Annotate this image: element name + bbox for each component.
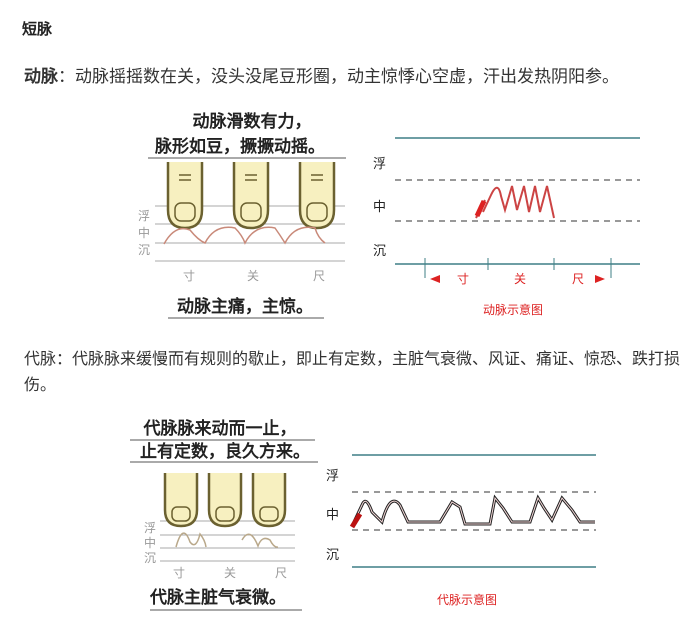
- depth-label: 沉: [138, 243, 150, 257]
- depth-label: 沉: [326, 548, 339, 563]
- dong-mai-description: ：动脉摇摇数在关，没头没尾豆形圈，动主惊悸心空虚，汗出发热阴阳参。: [58, 67, 619, 87]
- figure-caption-right: 代脉示意图: [437, 592, 497, 607]
- section-title: 短脉: [22, 20, 53, 38]
- depth-label: 浮: [138, 209, 150, 223]
- position-label: 尺: [572, 272, 584, 286]
- verse-line-1: 动脉滑数有力，: [193, 111, 312, 132]
- position-label: 尺: [313, 269, 325, 283]
- dong-mai-diagram: 浮 中 沉 寸 关 尺 动脉示意图: [373, 137, 640, 317]
- depth-label: 中: [373, 200, 386, 215]
- depth-label: 浮: [326, 469, 339, 484]
- position-label: 寸: [173, 566, 185, 580]
- dong-mai-figure: 动脉滑数有力， 脉形如豆，撅撅动摇。 浮 中 沉 寸 关 尺 动脉主痛，主惊。 …: [138, 111, 640, 319]
- position-label: 关: [247, 269, 259, 283]
- dai-mai-figure: 代脉脉来动而一止， 止有定数，良久方来。 浮 中 沉 寸 关 尺 代脉主脏气衰微…: [130, 418, 596, 611]
- position-label: 关: [514, 272, 526, 286]
- depth-label: 浮: [144, 521, 156, 535]
- depth-label: 中: [138, 225, 150, 240]
- verse-line-1: 代脉脉来动而一止，: [143, 418, 297, 439]
- depth-label: 沉: [373, 244, 386, 259]
- dong-mai-paragraph: 动脉：动脉摇摇数在关，没头没尾豆形圈，动主惊悸心空虚，汗出发热阴阳参。: [24, 62, 619, 87]
- term-dong-mai: 动脉: [24, 67, 58, 87]
- figure-caption-left: 动脉主痛，主惊。: [177, 296, 313, 317]
- verse-line-2: 脉形如豆，撅撅动摇。: [154, 136, 325, 157]
- figure-caption-left: 代脉主脏气衰微。: [149, 587, 286, 608]
- depth-label: 中: [326, 508, 339, 523]
- verse-line-2: 止有定数，良久方来。: [140, 441, 310, 462]
- dong-mai-finger-illustration: 动脉滑数有力， 脉形如豆，撅撅动摇。 浮 中 沉 寸 关 尺 动脉主痛，主惊。: [138, 111, 346, 319]
- dai-mai-paragraph: 代脉：代脉脉来缓慢而有规则的歇止，即止有定数，主脏气衰微、风证、痛证、惊恐、跌打…: [24, 349, 681, 394]
- depth-label: 沉: [144, 551, 156, 565]
- depth-label: 浮: [373, 157, 386, 172]
- dai-mai-diagram: 浮 中 沉 代脉示意图: [326, 454, 596, 607]
- position-label: 尺: [275, 566, 287, 580]
- depth-label: 中: [144, 535, 156, 550]
- figure-caption-right: 动脉示意图: [483, 302, 543, 317]
- dai-mai-finger-illustration: 代脉脉来动而一止， 止有定数，良久方来。 浮 中 沉 寸 关 尺 代脉主脏气衰微…: [130, 418, 318, 611]
- position-label: 寸: [457, 272, 469, 286]
- position-label: 寸: [183, 269, 195, 283]
- position-label: 关: [224, 566, 236, 580]
